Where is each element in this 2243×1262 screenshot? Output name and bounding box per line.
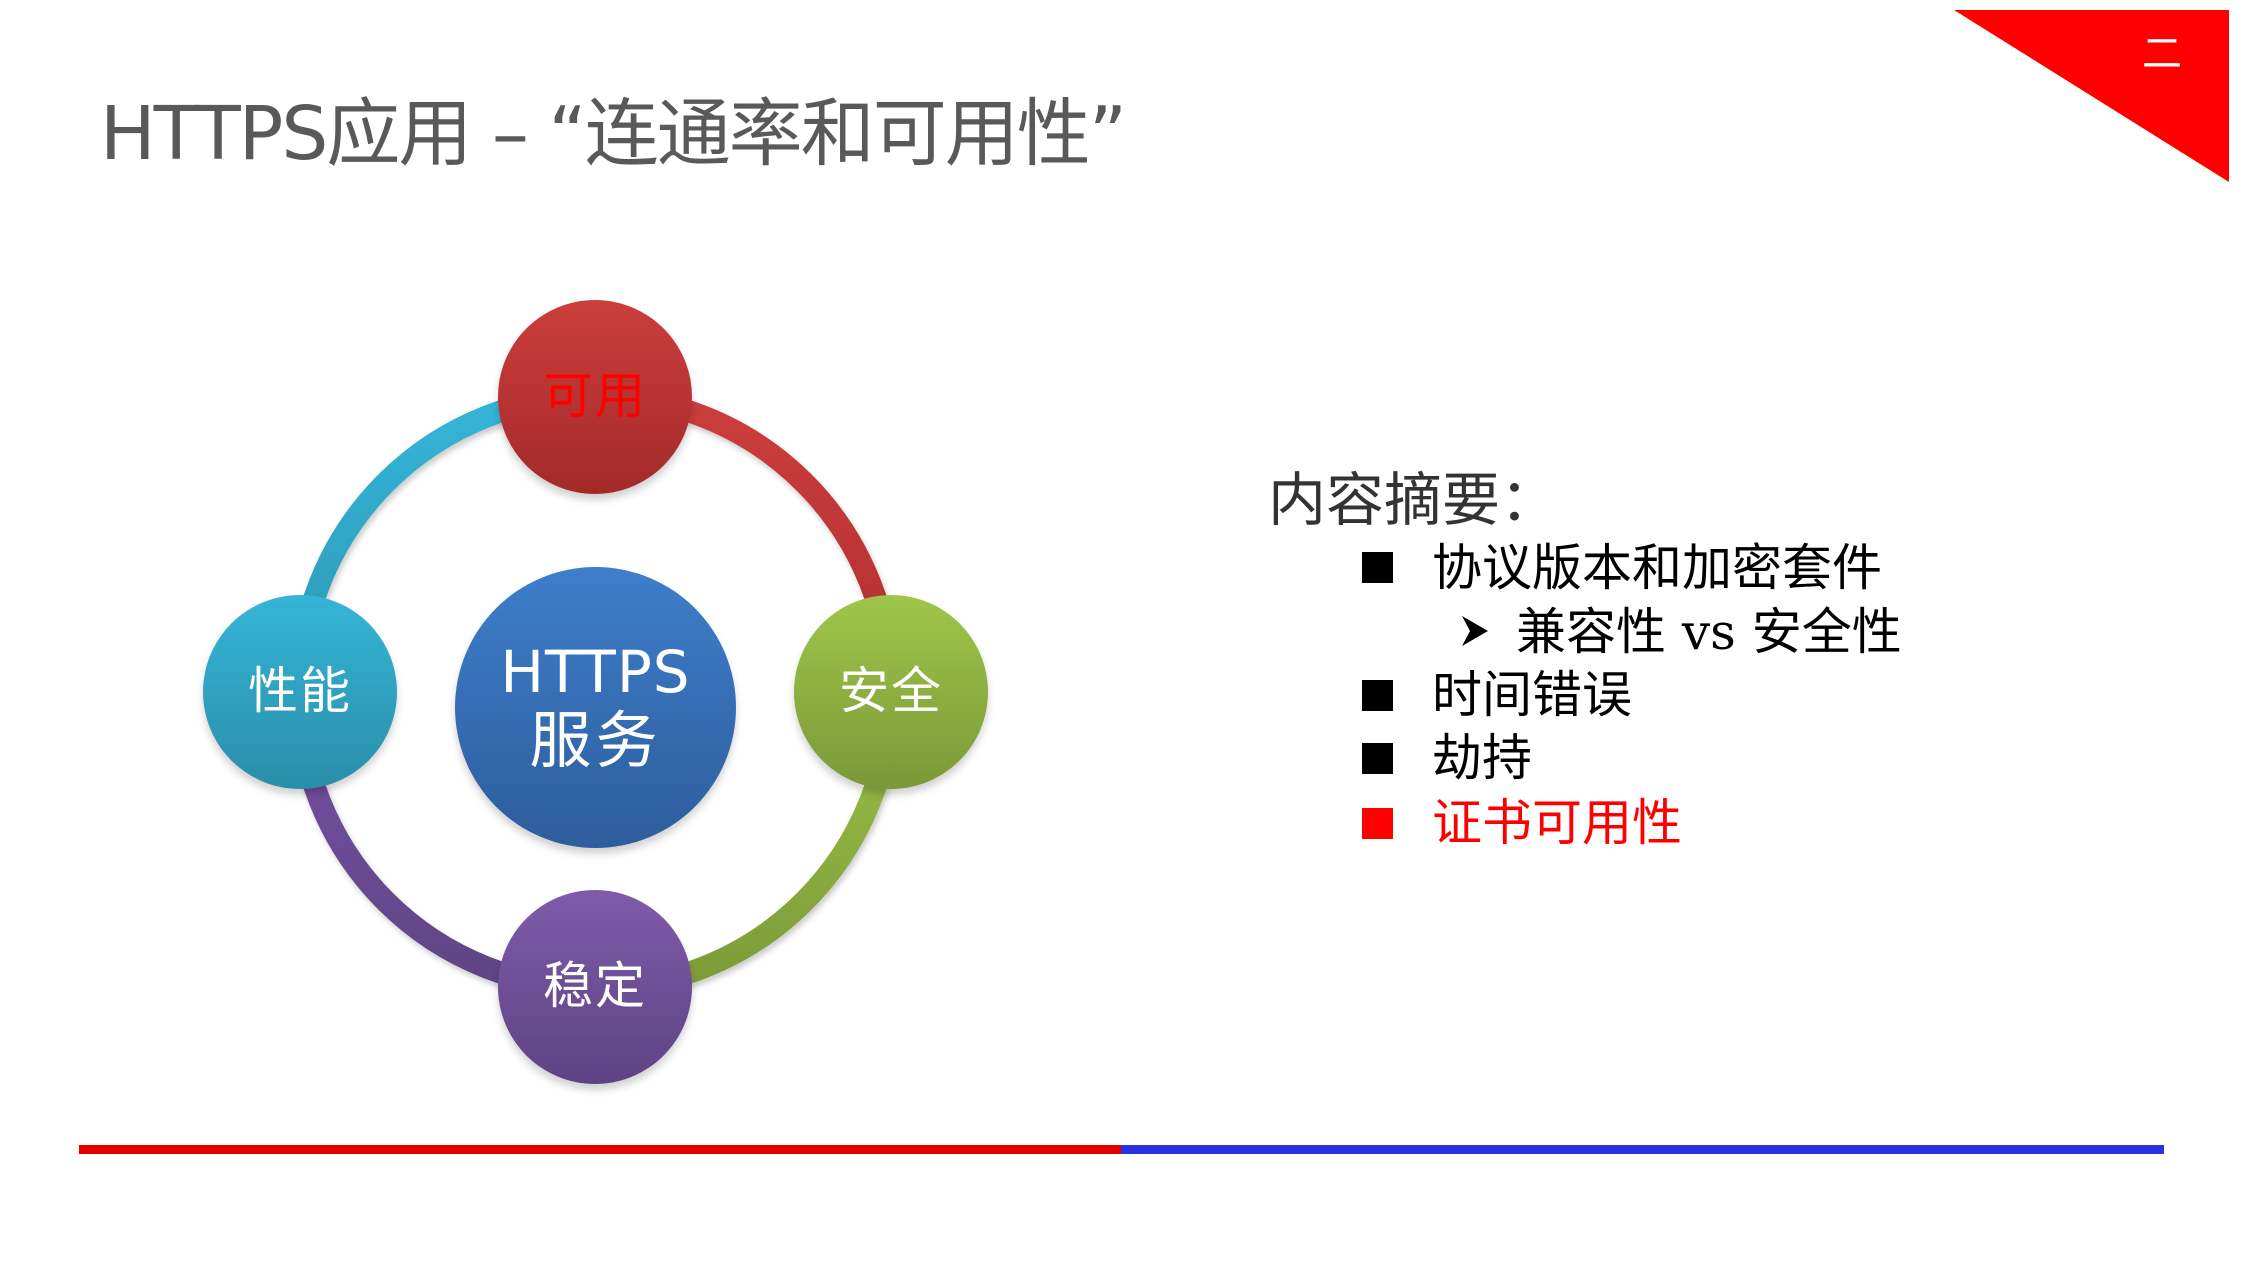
node-performance-label: 性能 <box>248 662 352 721</box>
arrow-bullet-icon <box>1462 616 1488 646</box>
square-bullet-icon <box>1362 808 1393 839</box>
center-label-line1: HTTPS <box>500 637 691 706</box>
summary-item-cert-availability: 证书可用性 <box>1432 794 1682 852</box>
https-service-diagram: 可用 安全 稳定 性能 HTTPS 服务 <box>0 0 1100 1120</box>
footer-line-red <box>79 1145 1121 1154</box>
summary-item-time-error: 时间错误 <box>1432 666 1632 724</box>
slide-title: HTTPS应用 – “连通率和可用性” <box>100 91 1127 177</box>
node-performance: 性能 <box>203 595 397 789</box>
node-availability: 可用 <box>498 300 692 494</box>
summary-item-protocol-cipher: 协议版本和加密套件 <box>1432 539 1882 597</box>
summary-item-hijack: 劫持 <box>1432 729 1532 787</box>
node-security: 安全 <box>794 595 988 789</box>
node-availability-label: 可用 <box>543 367 647 426</box>
summary-heading: 内容摘要： <box>1268 466 1559 534</box>
node-stability-label: 稳定 <box>543 957 647 1016</box>
square-bullet-icon <box>1362 552 1393 583</box>
square-bullet-icon <box>1362 680 1393 711</box>
summary-subitem-compat-vs-security: 兼容性 vs 安全性 <box>1516 603 1902 661</box>
node-security-label: 安全 <box>839 662 943 721</box>
footer-line-blue <box>1121 1145 2164 1154</box>
square-bullet-icon <box>1362 743 1393 774</box>
node-stability: 稳定 <box>498 890 692 1084</box>
node-https-service: HTTPS 服务 <box>455 567 736 848</box>
section-number: 二 <box>2142 31 2182 77</box>
center-label-line2: 服务 <box>529 704 662 778</box>
